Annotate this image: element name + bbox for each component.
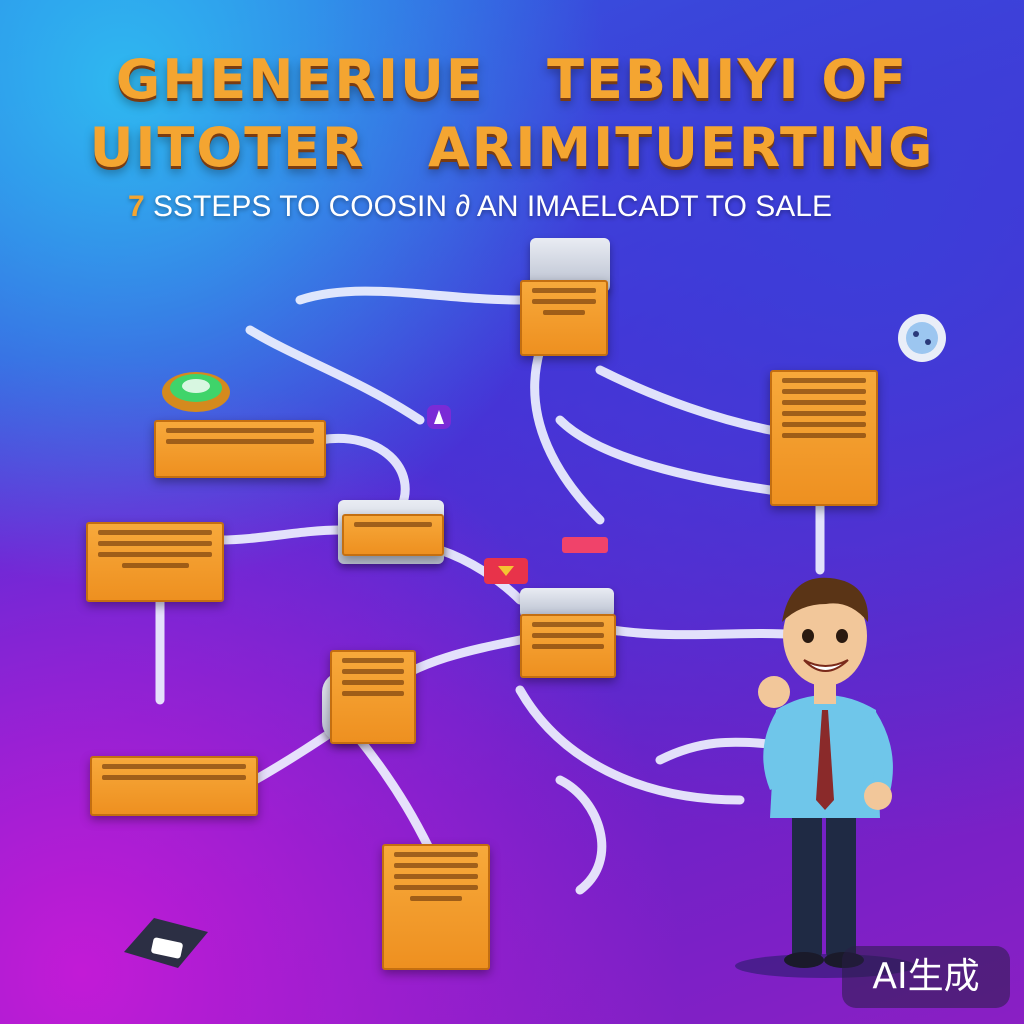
diagram-node-center (342, 514, 444, 556)
connector-path (435, 545, 525, 605)
connector-path (355, 735, 435, 855)
page-title-line-2: UITOTER ARIMITUERTING (89, 116, 935, 179)
connector-path (215, 525, 345, 545)
shield-icon (484, 558, 528, 584)
page-subtitle: 7 SSTEPS TO COOSIN ∂ AN IMAELCADT TO SAL… (128, 190, 832, 224)
connector-path (295, 286, 525, 305)
connector-path (555, 775, 607, 895)
diagram-node-center-lower (330, 650, 416, 744)
connector-path (655, 737, 785, 765)
device-icon (520, 588, 614, 618)
keyboard-icon (124, 918, 208, 968)
connector-path (515, 685, 745, 805)
diagram-node-left-mid (86, 522, 224, 602)
watermark: AI生成 (842, 946, 1010, 1008)
connector-path (595, 365, 775, 435)
connector-path (530, 345, 605, 525)
subtitle-text: SSTEPS TO COOSIN ∂ AN IMAELCADT TO SALE (144, 190, 832, 223)
connector-path (555, 415, 775, 495)
connector-path (315, 434, 410, 515)
diagram-node-left-lower (90, 756, 258, 816)
subtitle-step-count: 7 (128, 190, 145, 223)
dice-icon (898, 314, 946, 362)
diagram-node-bottom (382, 844, 490, 970)
diagram-node-top (520, 280, 608, 356)
gamepad-icon (162, 372, 230, 412)
tag-icon (562, 537, 608, 553)
connector-path (607, 625, 805, 640)
diagram-node-center-right (520, 614, 616, 678)
app-badge-icon (427, 405, 451, 429)
page-title-line-1: GHENERIUE TEBNIYI OF (115, 48, 909, 111)
connector-path (245, 325, 425, 425)
avatar (735, 577, 915, 978)
diagram-node-right-upper (770, 370, 878, 506)
diagram-node-left-upper (154, 420, 326, 478)
